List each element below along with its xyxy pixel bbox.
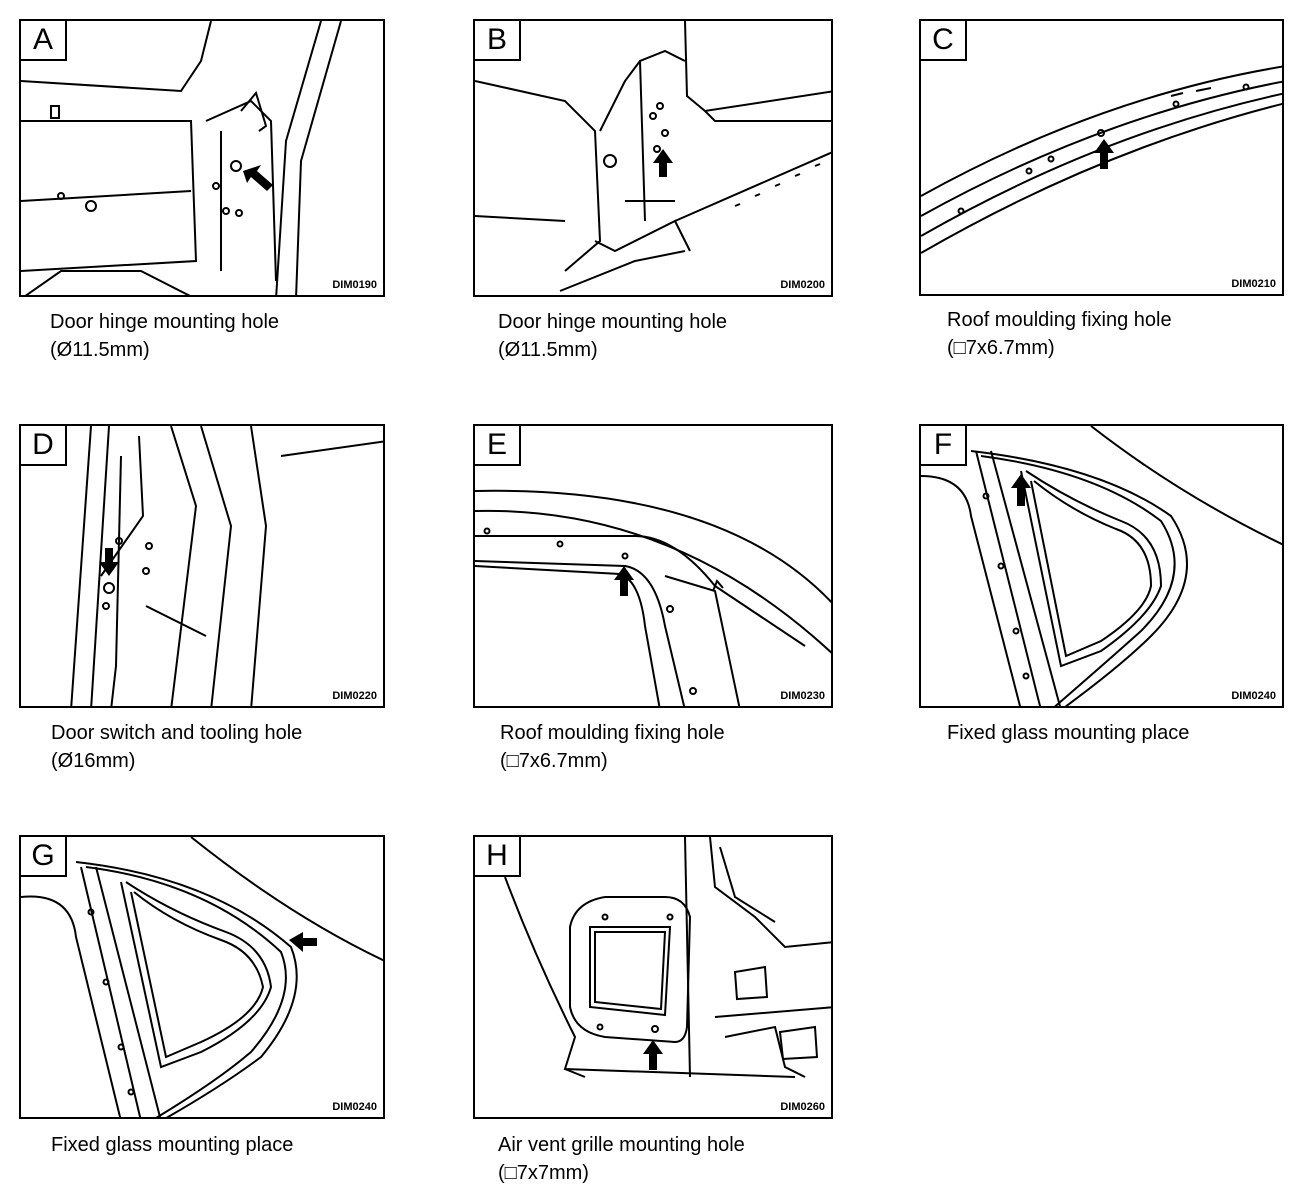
panel-a-caption: Door hinge mounting hole (Ø11.5mm) <box>50 308 279 364</box>
figure-code: DIM0220 <box>332 690 377 702</box>
panel-letter: H <box>475 837 521 877</box>
caption-spec: (Ø11.5mm) <box>498 339 598 361</box>
panel-h-caption: Air vent grille mounting hole (□7x7mm) <box>498 1131 745 1187</box>
door-switch-illustration <box>70 426 383 706</box>
caption-text: Roof moulding fixing hole <box>500 722 725 744</box>
panel-g-caption: Fixed glass mounting place <box>51 1131 293 1159</box>
roof-moulding-illustration <box>921 65 1282 254</box>
panel-letter: F <box>921 426 967 466</box>
caption-text: Door switch and tooling hole <box>51 722 303 744</box>
panel-c-caption: Roof moulding fixing hole (□7x6.7mm) <box>947 306 1172 362</box>
caption-spec: (□7x6.7mm) <box>500 750 608 772</box>
figure-panel-g: G DIM0240 <box>19 835 385 1119</box>
figure-panel-a: A DIM0190 <box>19 19 385 297</box>
caption-spec: (□7x6.7mm) <box>947 337 1055 359</box>
panel-letter: B <box>475 21 521 61</box>
door-hinge-illustration <box>475 21 831 292</box>
figure-code: DIM0230 <box>780 690 825 702</box>
panel-letter: G <box>21 837 67 877</box>
figure-code: DIM0200 <box>780 279 825 291</box>
figure-panel-f: F DIM0240 <box>919 424 1284 708</box>
panel-letter: C <box>921 21 967 61</box>
figure-panel-h: H DIM0260 <box>473 835 833 1119</box>
figure-code: DIM0240 <box>332 1101 377 1113</box>
caption-text: Door hinge mounting hole <box>50 311 280 333</box>
panel-b-caption: Door hinge mounting hole (Ø11.5mm) <box>498 308 727 364</box>
panel-f-caption: Fixed glass mounting place <box>947 719 1189 747</box>
caption-text: Door hinge mounting hole <box>498 311 728 333</box>
caption-text: Air vent grille mounting hole <box>498 1134 745 1156</box>
roof-moulding-illustration <box>475 489 831 706</box>
figure-code: DIM0260 <box>780 1101 825 1113</box>
figure-code: DIM0190 <box>332 279 377 291</box>
fixed-glass-illustration <box>921 426 1282 706</box>
caption-spec: (□7x7mm) <box>498 1162 589 1184</box>
panel-d-caption: Door switch and tooling hole (Ø16mm) <box>51 719 302 775</box>
door-hinge-illustration <box>21 21 342 295</box>
air-vent-illustration <box>504 837 831 1078</box>
figure-code: DIM0240 <box>1231 690 1276 702</box>
caption-text: Fixed glass mounting place <box>51 1134 294 1156</box>
caption-spec: (Ø16mm) <box>51 750 136 772</box>
figure-panel-d: D DIM0220 <box>19 424 385 708</box>
panel-letter: D <box>21 426 67 466</box>
caption-spec: (Ø11.5mm) <box>50 339 150 361</box>
fixed-glass-illustration <box>21 837 383 1117</box>
figure-panel-e: E DIM0230 <box>473 424 833 708</box>
figure-panel-b: B DIM0200 <box>473 19 833 297</box>
caption-text: Roof moulding fixing hole <box>947 309 1172 331</box>
panel-letter: E <box>475 426 521 466</box>
panel-letter: A <box>21 21 67 61</box>
caption-text: Fixed glass mounting place <box>947 722 1190 744</box>
panel-e-caption: Roof moulding fixing hole (□7x6.7mm) <box>500 719 725 775</box>
figure-panel-c: C DIM0210 <box>919 19 1284 296</box>
figure-code: DIM0210 <box>1231 278 1276 290</box>
